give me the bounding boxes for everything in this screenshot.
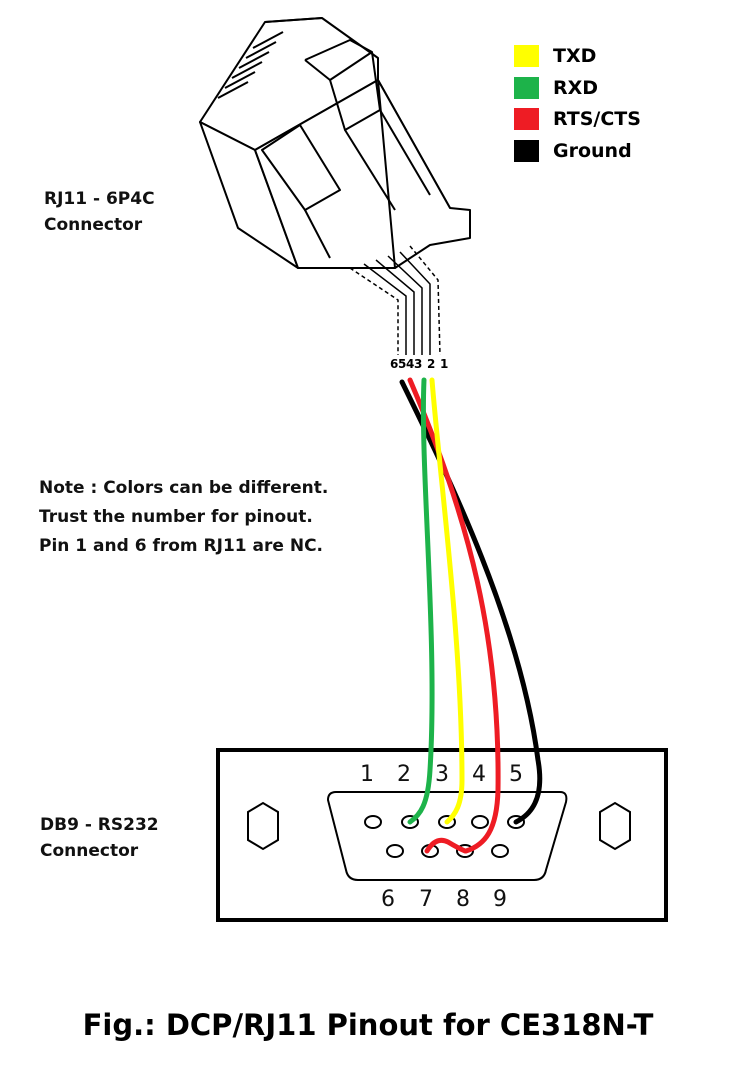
legend-swatch-rts-cts	[514, 108, 539, 130]
db9-pin-1: 1	[360, 762, 374, 787]
db9-pin-5: 5	[509, 762, 523, 787]
db9-pin-3: 3	[435, 762, 449, 787]
db9-pin-8: 8	[456, 887, 470, 912]
rj11-pin-2: 2	[427, 357, 436, 371]
rj11-label-line2: Connector	[44, 215, 143, 235]
db9-pin-2: 2	[397, 762, 411, 787]
left-screw-icon	[247, 801, 279, 851]
figure-caption: Fig.: DCP/RJ11 Pinout for CE318N-T	[82, 1008, 654, 1042]
note-line3: Pin 1 and 6 from RJ11 are NC.	[39, 536, 324, 556]
signal-wires	[399, 377, 543, 854]
legend-item-rxd: RXD	[514, 77, 598, 99]
wire-ground	[399, 379, 543, 825]
wire-rxd	[407, 377, 435, 825]
db9-pin-9: 9	[493, 887, 507, 912]
legend-label-ground: Ground	[553, 140, 632, 162]
legend-item-rts-cts: RTS/CTS	[514, 108, 641, 130]
db9-pin-7: 7	[419, 887, 433, 912]
rj11-pin-1: 1	[440, 357, 449, 371]
legend-item-ground: Ground	[514, 140, 632, 162]
rj11-label: RJ11 - 6P4C Connector	[44, 186, 155, 238]
note-line2: Trust the number for pinout.	[39, 507, 313, 527]
db9-label-line2: Connector	[40, 841, 139, 861]
rj11-pin-6: 6	[390, 357, 399, 371]
legend-swatch-txd	[514, 45, 539, 67]
legend-label-rts-cts: RTS/CTS	[553, 108, 641, 130]
rj11-label-line1: RJ11 - 6P4C	[44, 189, 155, 209]
rj11-plug	[199, 17, 471, 269]
rj11-pin-4: 4	[406, 357, 415, 371]
wire-rts-cts-jumper	[424, 837, 468, 854]
wire-txd	[429, 377, 465, 825]
legend-label-rxd: RXD	[553, 77, 599, 99]
legend-swatch-rxd	[514, 77, 539, 99]
rj11-pin-3: 3	[414, 357, 423, 371]
db9-label: DB9 - RS232 Connector	[40, 812, 159, 864]
wire-rts-cts	[407, 377, 501, 854]
legend-item-txd: TXD	[514, 45, 596, 67]
note-line1: Note : Colors can be different.	[39, 478, 329, 498]
legend-label-txd: TXD	[553, 45, 597, 67]
pinout-note: Note : Colors can be different. Trust th…	[39, 474, 328, 561]
right-screw-icon	[599, 801, 631, 851]
db9-pin-6: 6	[381, 887, 395, 912]
rj11-wire-bundle	[349, 245, 441, 356]
legend-swatch-ground	[514, 140, 539, 162]
db9-pin-4: 4	[472, 762, 486, 787]
db9-connector	[216, 748, 668, 922]
db9-label-line1: DB9 - RS232	[40, 815, 159, 835]
rj11-pin-5: 5	[398, 357, 407, 371]
